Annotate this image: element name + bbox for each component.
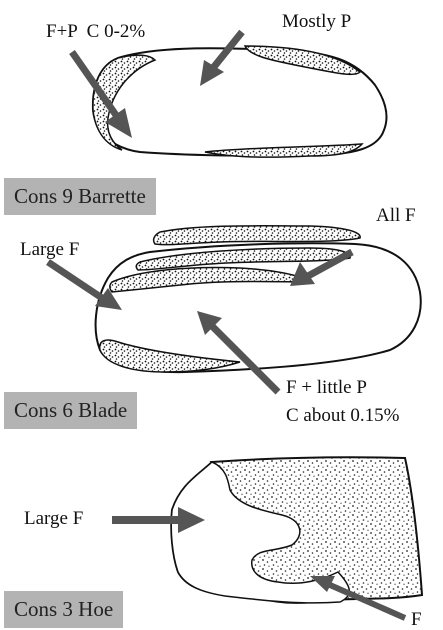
label-all-f: All F	[376, 206, 416, 225]
caption-cons-3-hoe: Cons 3 Hoe	[4, 591, 123, 628]
label-f-plus-p: F+P C 0-2%	[46, 22, 145, 41]
caption-cons-6-blade: Cons 6 Blade	[4, 392, 137, 429]
label-mostly-p: Mostly P	[282, 12, 351, 31]
hoe-specimen	[171, 457, 422, 603]
label-f-little-p: F + little P	[286, 378, 367, 397]
barrette-specimen	[93, 46, 387, 157]
blade-top-strip-1	[154, 226, 361, 245]
caption-cons-9-barrette: Cons 9 Barrette	[4, 178, 156, 215]
label-f-hoe: F	[411, 610, 422, 629]
label-carbon-content: C about 0.15%	[286, 406, 399, 425]
label-large-f-hoe: Large F	[24, 509, 83, 528]
blade-specimen	[96, 226, 421, 372]
label-large-f-blade: Large F	[20, 240, 79, 259]
